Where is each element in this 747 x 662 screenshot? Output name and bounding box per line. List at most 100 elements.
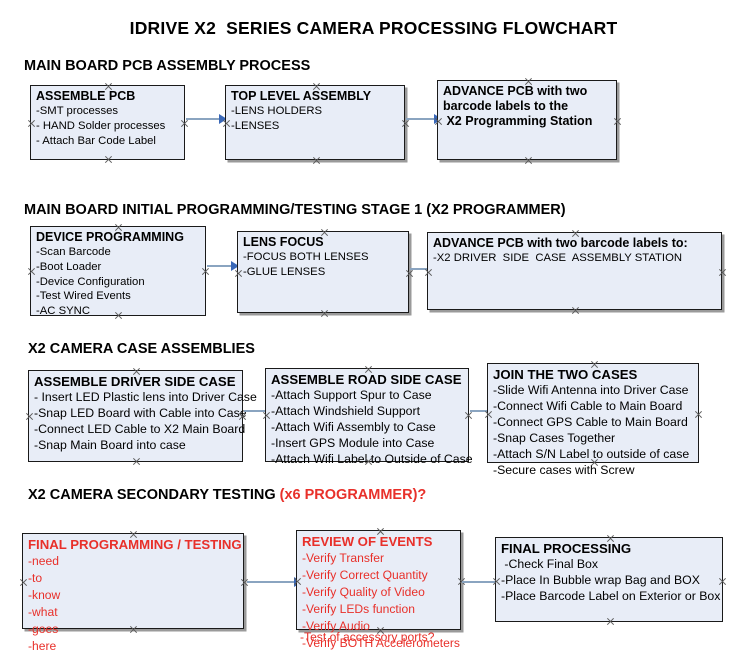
node-line: -Boot Loader (36, 260, 102, 273)
node-line: -Place In Bubble wrap Bag and BOX (501, 572, 700, 587)
section-heading-4-text: X2 CAMERA SECONDARY TESTING (28, 487, 280, 503)
section-heading-4: X2 CAMERA SECONDARY TESTING (x6 PROGRAMM… (28, 487, 426, 503)
connector-arrow (186, 113, 227, 125)
node-title: REVIEW OF EVENTS (302, 534, 433, 549)
node-line: -what (28, 605, 58, 620)
section-heading-2: MAIN BOARD INITIAL PROGRAMMING/TESTING S… (24, 202, 566, 218)
connector-arrow (406, 113, 442, 125)
connection-point (132, 457, 141, 466)
node-join-the-two-cases[interactable]: JOIN THE TWO CASES -Slide Wifi Antenna i… (484, 363, 699, 477)
connection-point (19, 578, 28, 587)
node-line: -GLUE LENSES (243, 265, 326, 278)
node-title: DEVICE PROGRAMMING (36, 230, 184, 244)
node-title: ADVANCE PCB with two (443, 84, 588, 98)
connector-arrow (247, 576, 302, 588)
connection-point (234, 269, 243, 278)
connection-point (180, 119, 189, 128)
node-line: -Connect Wifi Cable to Main Board (493, 398, 683, 413)
node-line: -AC SYNC (36, 305, 90, 318)
node-top-level-assembly[interactable]: TOP LEVEL ASSEMBLY -LENS HOLDERS -LENSES (225, 85, 405, 160)
node-line: -FOCUS BOTH LENSES (243, 250, 369, 263)
node-line: -Device Configuration (36, 275, 145, 288)
node-title-line2: barcode labels to the (443, 98, 569, 113)
node-review-of-events-overflow-line: -Test of accessory ports? (300, 630, 435, 644)
node-title: ASSEMBLE ROAD SIDE CASE (271, 372, 462, 387)
connection-point (464, 411, 473, 420)
connection-point (240, 578, 249, 587)
connection-point (718, 268, 727, 277)
connection-point (606, 617, 615, 626)
node-line: -Verify LEDs function (302, 602, 415, 617)
node-line: -Verify Correct Quantity (302, 567, 428, 582)
node-line: -Snap Cases Together (493, 430, 616, 445)
node-advance-pcb-programming-station[interactable]: ADVANCE PCB with two barcode labels to t… (437, 80, 617, 160)
connection-point (401, 119, 410, 128)
node-line: -Slide Wifi Antenna into Driver Case (493, 382, 689, 397)
node-line: -Snap LED Board with Cable into Case (34, 405, 247, 420)
node-title: FINAL PROGRAMMING / TESTING (28, 537, 242, 552)
connector-arrow (207, 260, 239, 272)
node-line: -goes (28, 622, 59, 637)
connection-point (27, 119, 36, 128)
node-assemble-driver-side-case[interactable]: ASSEMBLE DRIVER SIDE CASE - Insert LED P… (28, 370, 257, 462)
node-line: - Insert LED Plastic lens into Driver Ca… (34, 389, 257, 404)
connection-point (484, 410, 493, 419)
connection-point (27, 267, 36, 276)
node-line: - Attach Bar Code Label (36, 134, 156, 147)
node-title: ASSEMBLE DRIVER SIDE CASE (34, 374, 236, 389)
node-title-line3: X2 Programming Station (443, 113, 593, 128)
node-title: ASSEMBLE PCB (36, 89, 136, 103)
connection-point (320, 309, 329, 318)
node-line: -Verify Audio (302, 619, 370, 634)
node-final-programming-testing[interactable]: FINAL PROGRAMMING / TESTING -need -to -k… (19, 533, 244, 653)
node-line: -X2 DRIVER SIDE CASE ASSEMBLY STATION (433, 251, 683, 264)
node-line: -Connect GPS Cable to Main Board (493, 414, 688, 429)
node-title: JOIN THE TWO CASES (493, 367, 638, 382)
node-line: -Test Wired Events (36, 290, 131, 303)
node-advance-pcb-driver-side-station[interactable]: ADVANCE PCB with two barcode labels to: … (427, 232, 722, 310)
node-line: -Scan Barcode (36, 245, 111, 258)
node-line: -Attach Windshield Support (271, 403, 421, 418)
node-title: LENS FOCUS (243, 235, 324, 249)
connection-point (201, 267, 210, 276)
node-assemble-pcb[interactable]: ASSEMBLE PCB -SMT processes - HAND Solde… (30, 85, 185, 160)
node-final-processing[interactable]: FINAL PROCESSING -Check Final Box -Place… (495, 537, 723, 622)
connection-point (613, 117, 622, 126)
node-line: -need (28, 553, 59, 568)
node-review-of-events[interactable]: REVIEW OF EVENTS -Verify Transfer -Verif… (293, 530, 461, 650)
connection-point (312, 156, 321, 165)
node-lens-focus[interactable]: LENS FOCUS -FOCUS BOTH LENSES -GLUE LENS… (237, 231, 409, 313)
node-line: -Check Final Box (501, 556, 599, 571)
node-line: -SMT processes (36, 104, 119, 117)
section-heading-4-accent: (x6 PROGRAMMER)? (279, 487, 427, 503)
node-line: -Verify Transfer (302, 550, 384, 565)
node-line: -Secure cases with Screw (493, 462, 635, 477)
connection-point (405, 269, 414, 278)
node-line: -know (28, 587, 61, 602)
node-line: -Verify Quality of Video (302, 584, 425, 599)
connection-point (524, 156, 533, 165)
connection-point (293, 577, 302, 586)
connection-point (694, 410, 703, 419)
node-line: -Attach Wifi Label to Outside of Case (271, 451, 473, 466)
connection-point (434, 117, 443, 126)
node-line: -to (28, 570, 43, 585)
connection-point (492, 577, 501, 586)
node-title: TOP LEVEL ASSEMBLY (231, 89, 372, 103)
connection-point (718, 577, 727, 586)
node-line: -Attach Support Spur to Case (271, 387, 432, 402)
node-assemble-road-side-case[interactable]: ASSEMBLE ROAD SIDE CASE -Attach Support … (265, 368, 473, 466)
node-line: -Attach S/N Label to outside of case (493, 446, 690, 461)
connection-point (424, 268, 433, 277)
node-line: -LENS HOLDERS (231, 104, 323, 117)
connection-point (571, 306, 580, 315)
node-device-programming[interactable]: DEVICE PROGRAMMING -Scan Barcode -Boot L… (27, 226, 206, 318)
section-heading-1: MAIN BOARD PCB ASSEMBLY PROCESS (24, 58, 311, 74)
node-line: -Verify BOTH Accelerometers (302, 636, 460, 651)
node-title: FINAL PROCESSING (501, 541, 632, 556)
connection-point (222, 119, 231, 128)
node-line: -Snap Main Board into case (34, 437, 186, 452)
section-heading-3: X2 CAMERA CASE ASSEMBLIES (28, 341, 255, 357)
node-title: ADVANCE PCB with two barcode labels to: (433, 236, 688, 250)
